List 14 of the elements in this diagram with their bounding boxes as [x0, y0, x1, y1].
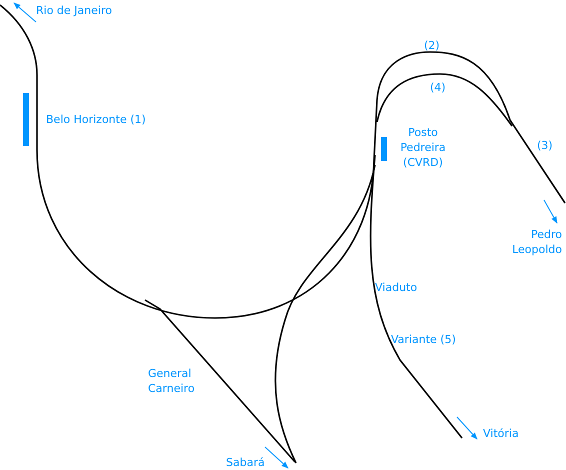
place-label: (2): [424, 38, 440, 53]
place-label: Variante (5): [391, 332, 456, 347]
station-bar: [381, 137, 387, 161]
place-label: Viaduto: [375, 280, 418, 295]
place-label: General Carneiro: [148, 366, 196, 396]
place-label: Vitória: [483, 426, 519, 441]
place-label: Pedro Leopoldo: [511, 227, 562, 257]
place-label: Sabará: [226, 455, 265, 470]
place-label: Rio de Janeiro: [36, 3, 112, 18]
station-bar: [23, 93, 29, 146]
station-name: Posto Pedreira (CVRD): [399, 125, 447, 170]
station-name: Belo Horizonte (1): [46, 112, 146, 127]
place-label: (3): [537, 138, 553, 153]
place-label: (4): [430, 80, 446, 95]
